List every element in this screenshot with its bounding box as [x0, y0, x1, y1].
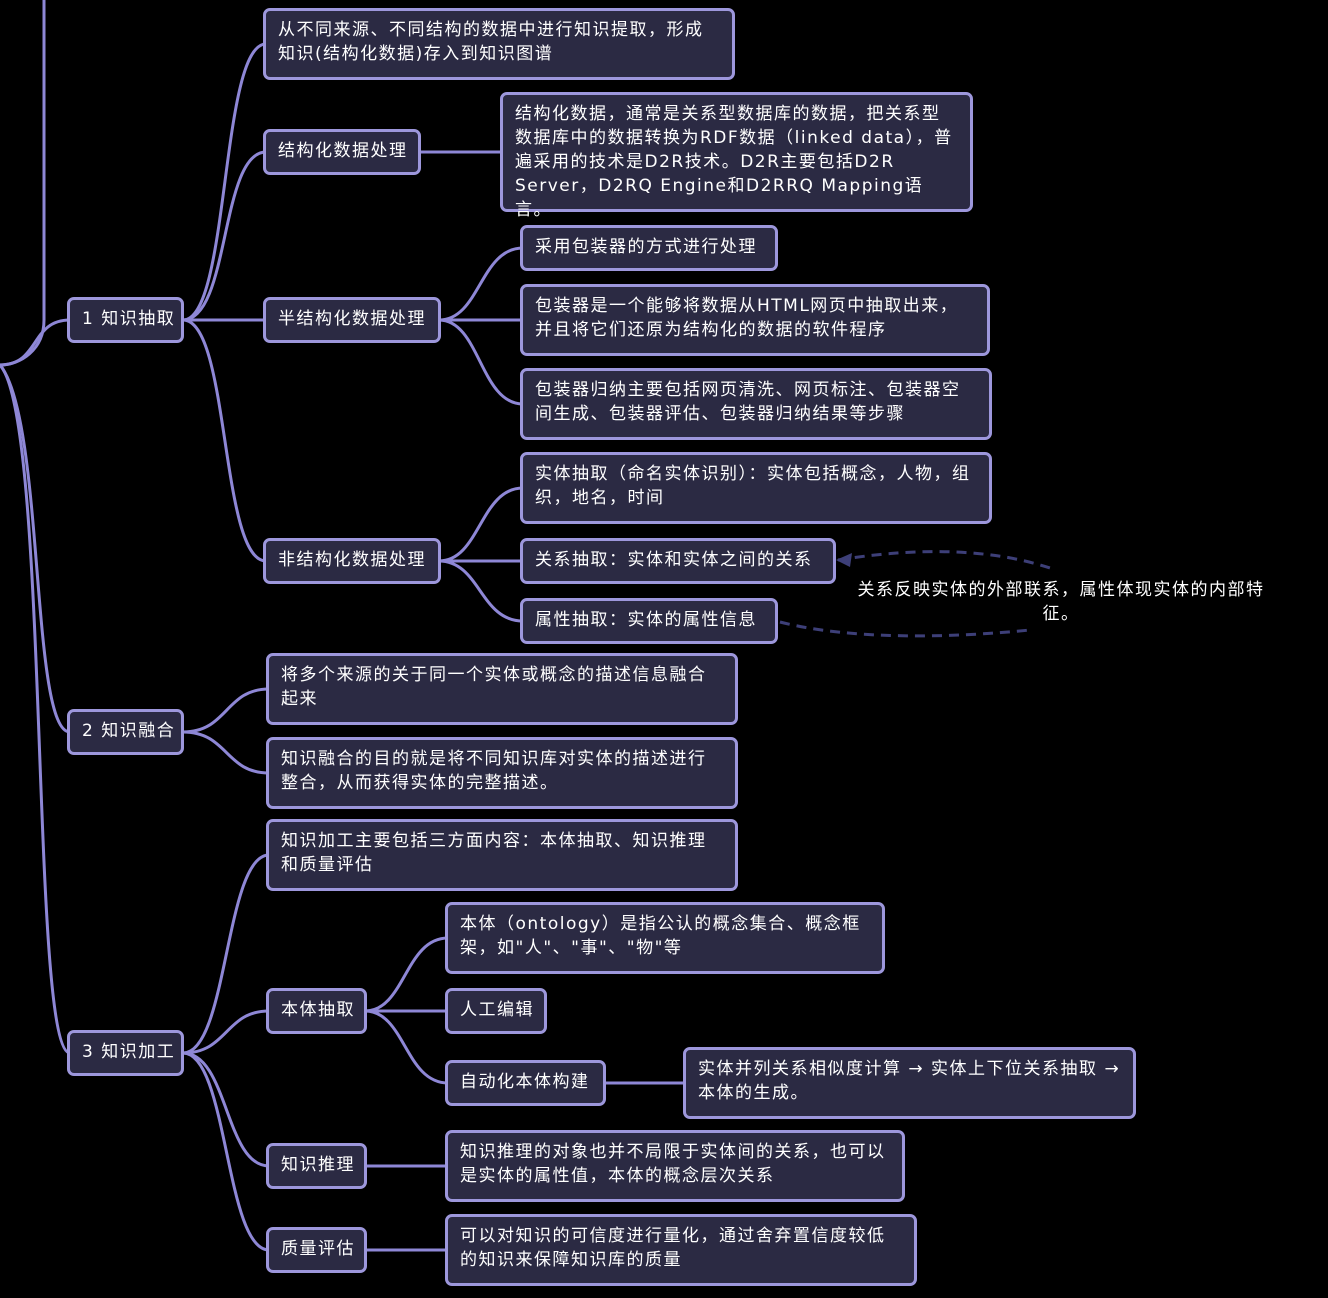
- unstructured-item-3[interactable]: 属性抽取：实体的属性信息: [520, 598, 778, 644]
- note-bracket-top: [837, 550, 1051, 570]
- link-unstructured-1: [437, 486, 525, 563]
- unstructured-item-1[interactable]: 实体抽取（命名实体识别）：实体包括概念，人物，组织，地名，时间: [520, 452, 992, 524]
- semi-item-3[interactable]: 包装器归纳主要包括网页清洗、网页标注、包装器空间生成、包装器评估、包装器归纳结果…: [520, 368, 992, 440]
- link-n1-structured: [181, 150, 268, 322]
- unstructured-item-2[interactable]: 关系抽取：实体和实体之间的关系: [520, 538, 836, 584]
- subtopic-quality-assessment[interactable]: 质量评估: [266, 1227, 367, 1273]
- link-n2-2: [181, 730, 271, 775]
- link-n1-unstructured: [181, 318, 268, 563]
- topic-knowledge-processing[interactable]: 3 知识加工: [67, 1030, 184, 1076]
- reasoning-detail[interactable]: 知识推理的对象也并不局限于实体间的关系，也可以是实体的属性值，本体的概念层次关系: [445, 1130, 905, 1202]
- link-n1-intro: [181, 42, 268, 322]
- link-n3-intro: [181, 853, 271, 1055]
- topic-knowledge-extraction[interactable]: 1 知识抽取: [67, 297, 184, 343]
- fusion-item-2[interactable]: 知识融合的目的就是将不同知识库对实体的描述进行整合，从而获得实体的完整描述。: [266, 737, 738, 809]
- topic-knowledge-fusion[interactable]: 2 知识融合: [67, 709, 184, 755]
- structured-detail[interactable]: 结构化数据，通常是关系型数据库的数据，把关系型数据库中的数据转换为RDF数据（l…: [500, 92, 973, 220]
- link-semi-1: [437, 246, 525, 322]
- semi-item-1[interactable]: 采用包装器的方式进行处理: [520, 225, 778, 271]
- subtopic-structured[interactable]: 结构化数据处理: [263, 129, 421, 175]
- link-root-n2: [0, 363, 72, 734]
- link-n3-reasoning: [181, 1051, 271, 1168]
- processing-intro[interactable]: 知识加工主要包括三方面内容：本体抽取、知识推理和质量评估: [266, 819, 738, 891]
- fusion-item-1[interactable]: 将多个来源的关于同一个实体或概念的描述信息融合起来: [266, 653, 738, 725]
- relation-attribute-summary: 关系反映实体的外部联系，属性体现实体的内部特征。: [857, 580, 1265, 624]
- link-semi-3: [437, 318, 525, 406]
- extraction-intro[interactable]: 从不同来源、不同结构的数据中进行知识提取，形成知识(结构化数据)存入到知识图谱: [263, 8, 735, 80]
- link-root-trunk: [0, 0, 46, 367]
- note-bracket-bottom: [779, 620, 1031, 638]
- semi-item-2[interactable]: 包装器是一个能够将数据从HTML网页中抽取出来，并且将它们还原为结构化的数据的软…: [520, 284, 990, 356]
- link-n3-quality: [181, 1051, 271, 1252]
- link-n2-1: [181, 687, 271, 734]
- link-n3-ontology: [181, 1009, 271, 1055]
- link-unstructured-3: [437, 559, 525, 623]
- note-arrow-head: [836, 553, 852, 567]
- link-root-n3: [0, 363, 72, 1055]
- subtopic-unstructured[interactable]: 非结构化数据处理: [263, 538, 441, 584]
- link-root-n1: [0, 318, 72, 367]
- ontology-auto-build[interactable]: 自动化本体构建: [445, 1060, 606, 1106]
- link-ontology-auto: [363, 1009, 450, 1085]
- quality-detail[interactable]: 可以对知识的可信度进行量化，通过舍弃置信度较低的知识来保障知识库的质量: [445, 1214, 917, 1286]
- subtopic-ontology-extraction[interactable]: 本体抽取: [266, 988, 367, 1034]
- auto-build-detail[interactable]: 实体并列关系相似度计算 → 实体上下位关系抽取 → 本体的生成。: [683, 1047, 1136, 1119]
- ontology-manual-edit[interactable]: 人工编辑: [445, 988, 547, 1034]
- subtopic-knowledge-reasoning[interactable]: 知识推理: [266, 1143, 367, 1189]
- ontology-definition[interactable]: 本体（ontology）是指公认的概念集合、概念框架，如"人"、"事"、"物"等: [445, 902, 885, 974]
- subtopic-semi-structured[interactable]: 半结构化数据处理: [263, 297, 441, 343]
- link-ontology-def: [363, 936, 450, 1013]
